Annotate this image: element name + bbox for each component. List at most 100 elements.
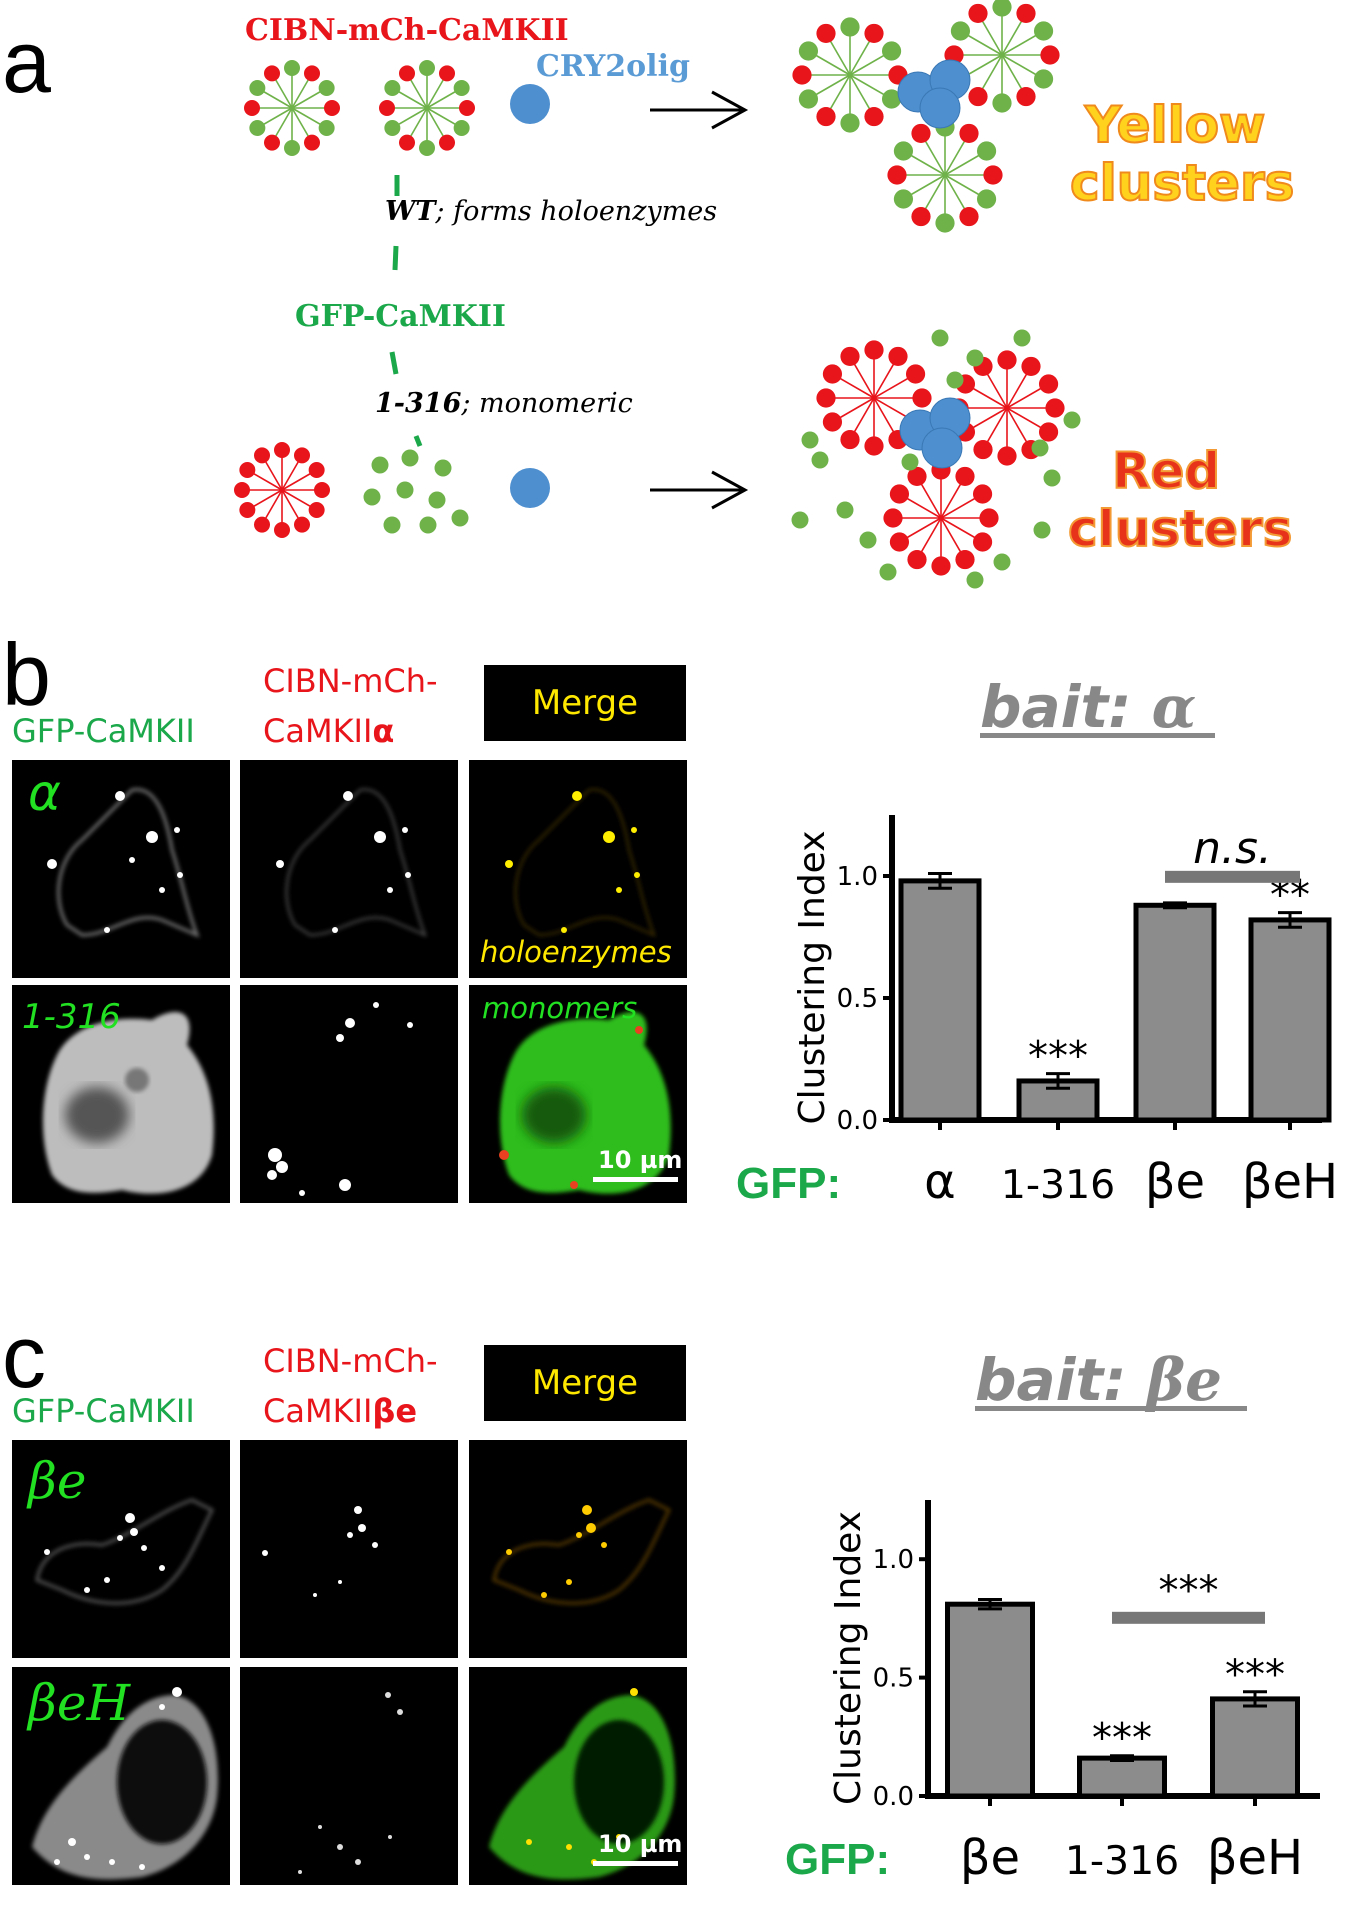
arrow-icon-2 xyxy=(650,470,749,510)
merge-label-c: Merge xyxy=(532,1363,638,1403)
bait-be-title: bait: βe xyxy=(975,1346,1222,1414)
bar-2 xyxy=(1133,902,1217,1123)
holoenzyme-icon xyxy=(244,60,340,156)
monomer-dot xyxy=(836,501,854,519)
y-tick-label: 0.0 xyxy=(837,1106,878,1136)
cry2olig-dot xyxy=(510,84,550,124)
y-tick-label: 1.0 xyxy=(837,862,878,892)
holoenzyme-group-wt xyxy=(244,60,475,156)
monomer-dot xyxy=(1063,411,1081,429)
y-tick-label: 0.5 xyxy=(873,1664,914,1694)
x-category-label: α xyxy=(924,1154,956,1210)
bar-1 xyxy=(1077,1755,1167,1799)
monomer-dot xyxy=(1043,469,1061,487)
red-cluster-diagram xyxy=(791,329,1081,589)
holoenzyme-icon xyxy=(944,0,1060,113)
monomers-label: monomers xyxy=(482,991,637,1025)
holoenzyme-red-icon xyxy=(883,460,999,576)
merge-box-c xyxy=(484,1345,686,1421)
cry2olig-dot xyxy=(919,87,961,129)
bar-2 xyxy=(1210,1696,1300,1799)
bait-underline-b xyxy=(980,733,1215,738)
scalebar-c xyxy=(593,1861,678,1866)
col-cibn-label-c1: CIBN-mCh- xyxy=(263,1342,438,1380)
micrograph-alpha-merge xyxy=(469,760,687,978)
cry2olig-dot-2 xyxy=(510,468,550,508)
scalebar-label-c: 10 µm xyxy=(598,1830,682,1858)
monomer-dots xyxy=(363,449,469,534)
micrograph-beh-mch xyxy=(240,1667,458,1885)
x-category-label: βe xyxy=(960,1830,1020,1886)
monomer-dot xyxy=(901,453,919,471)
bar-3 xyxy=(1248,917,1332,1123)
x-category-label: 1-316 xyxy=(1065,1838,1179,1884)
holoenzyme-icon xyxy=(379,60,475,156)
y-axis-title: Clustering Index xyxy=(792,831,833,1125)
holoenzyme-group-mono xyxy=(234,442,330,538)
micrograph-1-316-merge xyxy=(469,985,687,1203)
merge-label: Merge xyxy=(532,683,638,723)
cry2olig-dot xyxy=(921,427,963,469)
significance-mark: *** xyxy=(1225,1652,1285,1698)
monomer-dot xyxy=(966,571,984,589)
y-tick-label: 0.5 xyxy=(837,984,878,1014)
row-label-beh: βeH xyxy=(26,1674,131,1732)
col-cibn-label-1: CIBN-mCh- xyxy=(263,662,438,700)
micrograph-alpha-gfp xyxy=(12,760,230,978)
monomer-dot xyxy=(419,516,437,534)
monomer-dot xyxy=(428,491,446,509)
monomer-dot xyxy=(401,449,419,467)
panel-b: b GFP-CaMKII CIBN-mCh- CaMKIIα Merge α 1… xyxy=(2,625,1338,1210)
bar-0 xyxy=(945,1601,1035,1799)
micrograph-grid-c xyxy=(12,1440,687,1885)
row-label-1-316: 1-316 xyxy=(22,997,121,1037)
monomer-dot xyxy=(363,488,381,506)
monomer-dot xyxy=(966,349,984,367)
row-label-alpha: α xyxy=(28,764,61,822)
col-gfp-label-c: GFP-CaMKII xyxy=(12,1392,195,1430)
cibn-label: CIBN-mCh-CaMKII xyxy=(245,13,569,48)
yellow-clusters-line2: clusters xyxy=(1070,154,1294,212)
micrograph-be-merge xyxy=(469,1440,687,1658)
micrograph-be-mch xyxy=(240,1440,458,1658)
monomer-dot xyxy=(1033,521,1051,539)
monomer-dot xyxy=(946,371,964,389)
monomer-dot xyxy=(859,531,877,549)
monomer-dot xyxy=(931,329,949,347)
holoenzymes-label: holoenzymes xyxy=(480,935,672,969)
bar-0 xyxy=(898,878,982,1123)
micrograph-1-316-mch xyxy=(240,985,458,1203)
micrograph-beh-merge xyxy=(469,1667,687,1885)
holoenzyme-red-icon xyxy=(234,442,330,538)
y-tick-label: 1.0 xyxy=(873,1545,914,1575)
panel-letter-c: c xyxy=(2,1307,46,1406)
monomer-dot xyxy=(1013,329,1031,347)
scalebar-label-b: 10 µm xyxy=(598,1146,682,1174)
micrograph-beh-gfp xyxy=(12,1667,230,1885)
arrow-icon xyxy=(650,90,749,130)
panel-c: c GFP-CaMKII CIBN-mCh- CaMKIIβe Merge βe… xyxy=(2,1307,1320,1886)
significance-mark: *** xyxy=(1028,1034,1088,1080)
significance-bracket xyxy=(1165,870,1300,883)
micrograph-1-316-gfp xyxy=(12,985,230,1203)
y-axis-title: Clustering Index xyxy=(828,1511,869,1805)
significance-mark: *** xyxy=(1092,1716,1152,1762)
x-axis-prefix: GFP: xyxy=(736,1159,841,1208)
bait-underline-c xyxy=(975,1406,1247,1411)
monomer-dot xyxy=(801,431,819,449)
monomer-dot xyxy=(879,563,897,581)
holoenzyme-icon xyxy=(792,17,908,133)
cry2olig-label: CRY2olig xyxy=(536,49,690,84)
significance-bracket xyxy=(1112,1611,1265,1624)
micrograph-alpha-mch xyxy=(240,760,458,978)
monomer-dot xyxy=(811,451,829,469)
red-clusters-line2: clusters xyxy=(1068,500,1292,558)
bracket-label: n.s. xyxy=(1193,823,1272,874)
gfp-connector xyxy=(389,175,423,447)
monomer-dot xyxy=(396,481,414,499)
monomeric-text: 1-316; monomeric xyxy=(375,388,633,419)
micrograph-grid-b xyxy=(12,760,687,1203)
monomer-dot xyxy=(434,459,452,477)
